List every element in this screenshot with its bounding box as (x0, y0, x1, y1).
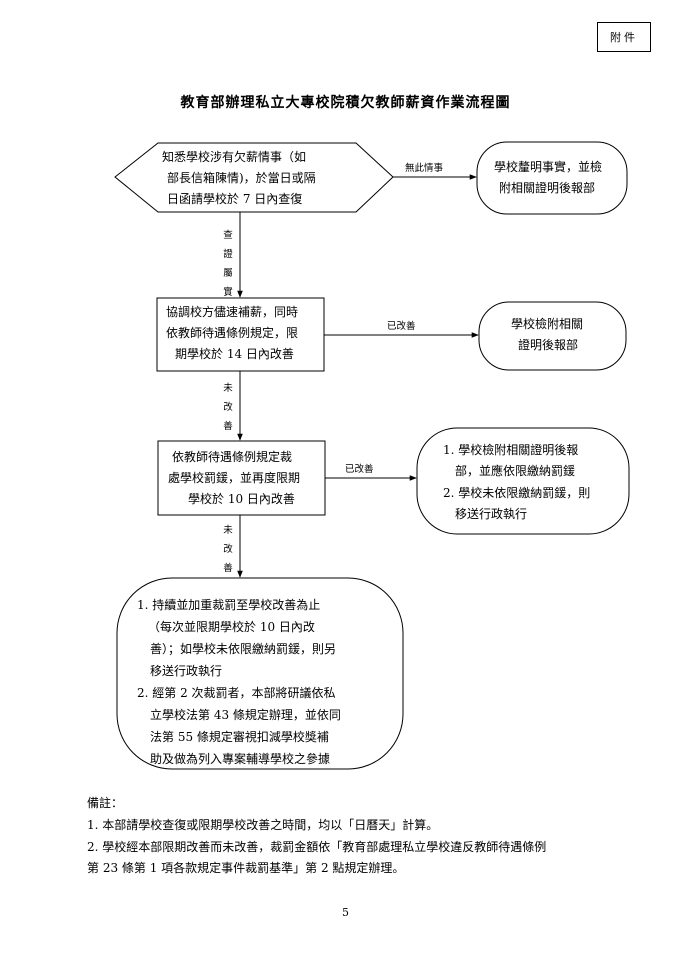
step4-text-line: 助及做為列入專案輔導學校之參據 (150, 752, 331, 766)
step1-text-line: 日函請學校於 7 日內查復 (167, 192, 303, 206)
step2-text-line: 依教師待遇條例規定，限 (166, 326, 299, 340)
step4-text-line: 法第 55 條規定審視扣減學校獎補 (150, 730, 329, 744)
step2-box (156, 297, 325, 372)
step4-text-line: （每次並限期學校於 10 日內改 (148, 620, 315, 634)
step4-text-line: 立學校法第 43 條規定辦理，並依同 (150, 708, 341, 722)
note-item: 第 23 條第 1 項各款規定事件裁罰基準」第 2 點規定辦理。 (87, 861, 405, 875)
step4-text-line: 2. 經第 2 次裁罰者，本部將研議依私 (137, 686, 336, 700)
outcome3-text-line: 部，並應依限繳納罰鍰 (455, 464, 576, 478)
outcome1-text-line: 學校釐明事實，並檢 (494, 160, 603, 174)
step3-box (157, 440, 326, 516)
notes-heading: 備註： (87, 796, 124, 810)
label-improved-1: 已改善 (387, 321, 416, 332)
note-item: 2. 學校經本部限期改善而未改善，裁罰金額依「教育部處理私立學校違反教師待遇條例 (87, 840, 547, 854)
label-not-improved-1: 未改善 (223, 383, 233, 432)
step1-text-line: 知悉學校涉有欠薪情事（如 (162, 150, 307, 164)
step4-box (116, 577, 404, 770)
step4-text-line: 移送行政執行 (150, 664, 223, 678)
step3-text-line: 處學校罰鍰，並再度限期 (168, 471, 301, 485)
outcome3-text-line: 1. 學校檢附相關證明後報 (443, 443, 579, 457)
outcome1-text-line: 附相關證明後報部 (499, 181, 596, 195)
step3-text-line: 學校於 10 日內改善 (188, 492, 295, 506)
outcome3-box (416, 427, 630, 535)
label-verified: 查證屬實 (223, 230, 233, 298)
outcome1-box (476, 141, 628, 215)
note-item: 1. 本部請學校查復或限期學校改善之時間，均以「日曆天」計算。 (87, 818, 439, 832)
label-no-such-case: 無此情事 (405, 163, 444, 174)
label-improved-2: 已改善 (345, 464, 374, 475)
outcome3-text-line: 移送行政執行 (455, 507, 528, 521)
label-not-improved-2: 未改善 (223, 525, 233, 574)
attachment-label: 附件 (597, 22, 651, 52)
step1-text-line: 部長信箱陳情)，於當日或隔 (167, 171, 316, 185)
outcome3-text-line: 2. 學校未依限繳納罰鍰，則 (443, 486, 591, 500)
step3-text-line: 依教師待遇條例規定裁 (172, 450, 293, 464)
step2-text-line: 協調校方儘速補薪，同時 (166, 305, 299, 319)
step4-text-line: 1. 持續並加重裁罰至學校改善為止 (137, 598, 321, 612)
step4-text-line: 善）；如學校未依限繳納罰鍰，則另 (150, 642, 337, 656)
outcome2-box (478, 301, 627, 371)
page-number: 5 (342, 906, 349, 919)
page-title: 教育部辦理私立大專校院積欠教師薪資作業流程圖 (180, 95, 511, 111)
step2-text-line: 期學校於 14 日內改善 (175, 347, 294, 361)
outcome2-text-line: 證明後報部 (518, 338, 579, 352)
outcome2-text-line: 學校檢附相關 (511, 317, 584, 331)
